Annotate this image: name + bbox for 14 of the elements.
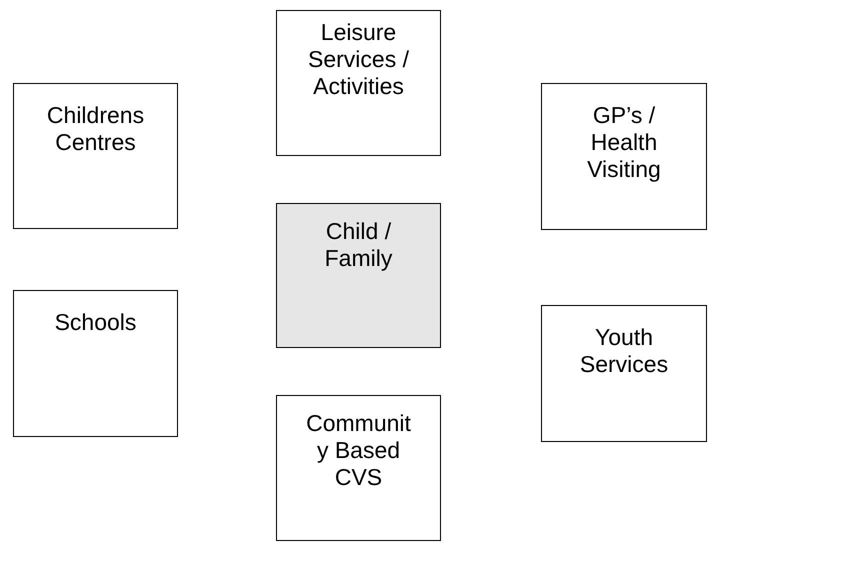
category-box	[276, 10, 441, 156]
category-box	[541, 83, 707, 230]
box-label: Childrens Centres	[46, 102, 146, 156]
box-label: Leisure Services / Activities	[307, 19, 410, 100]
category-box	[276, 395, 441, 541]
box-label: Communit y Based CVS	[305, 410, 412, 491]
category-box	[13, 290, 178, 437]
category-box	[541, 305, 707, 442]
box-label: GP’s / Health Visiting	[586, 102, 662, 183]
box-label: Youth Services	[578, 324, 670, 378]
box-label: Child / Family	[324, 218, 394, 272]
category-box	[13, 83, 178, 229]
box-label: Schools	[54, 309, 136, 336]
center-box	[276, 203, 441, 348]
